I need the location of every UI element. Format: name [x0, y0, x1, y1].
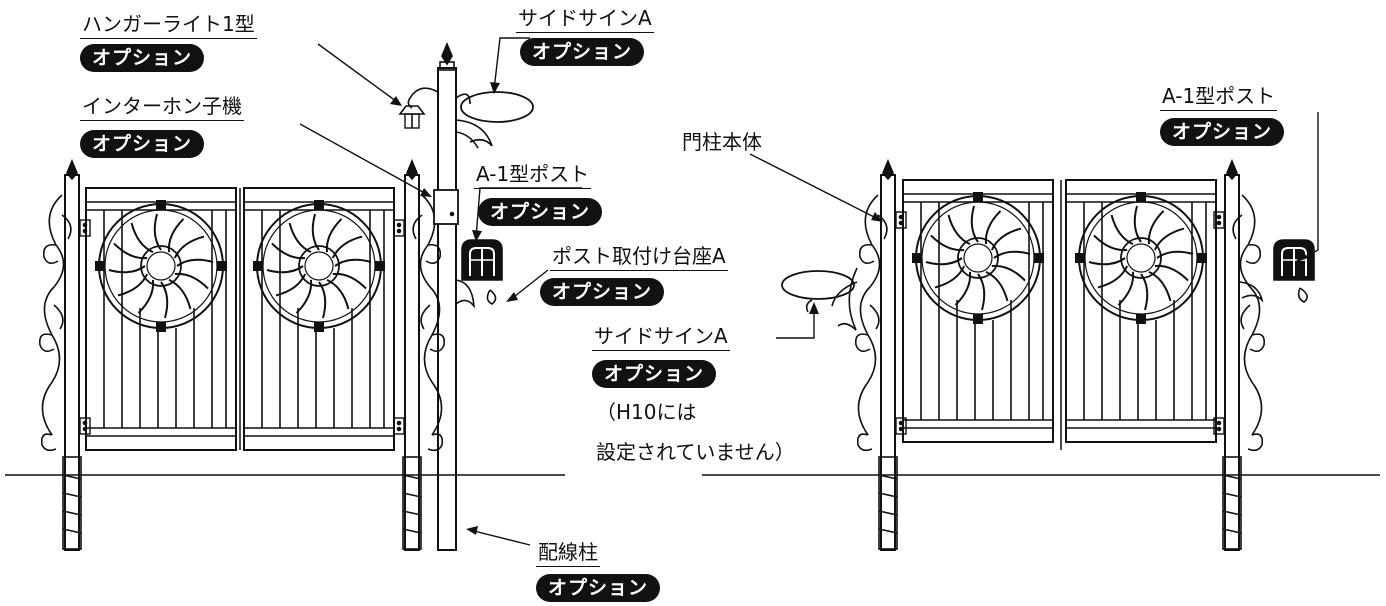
leader-arrowheads: [390, 82, 1308, 535]
wiring-pillar-label: 配線柱: [536, 540, 600, 567]
gate-pillar-label: 門柱本体: [682, 130, 762, 154]
option-badge: オプション: [536, 574, 661, 602]
side-sign-a-center-label: サイドサインA: [592, 324, 730, 351]
wiring-pillar-assembly: [398, 41, 534, 551]
option-badge: オプション: [592, 360, 717, 388]
intercom-label: インターホン子機: [80, 94, 244, 121]
leader-lines: [299, 37, 1319, 546]
h10-note-line2: 設定されていません）: [596, 440, 795, 464]
right-gate: [781, 160, 1315, 551]
post-base-a-label: ポスト取付け台座A: [550, 244, 728, 271]
option-badge: オプション: [540, 278, 665, 306]
option-badge: オプション: [1160, 118, 1285, 146]
option-badge: オプション: [520, 38, 645, 66]
side-sign-a-left-label: サイドサインA: [516, 6, 654, 33]
h10-note-line1: （H10には: [596, 400, 697, 424]
option-badge: オプション: [80, 44, 205, 72]
option-badge: オプション: [80, 130, 205, 158]
a1-post-center-label: A-1型ポスト: [474, 162, 592, 189]
option-badge: オプション: [478, 198, 603, 226]
hanger-light-label: ハンガーライト1型: [80, 12, 257, 39]
a1-post-right-label: A-1型ポスト: [1160, 84, 1278, 111]
left-gate: [38, 160, 446, 551]
